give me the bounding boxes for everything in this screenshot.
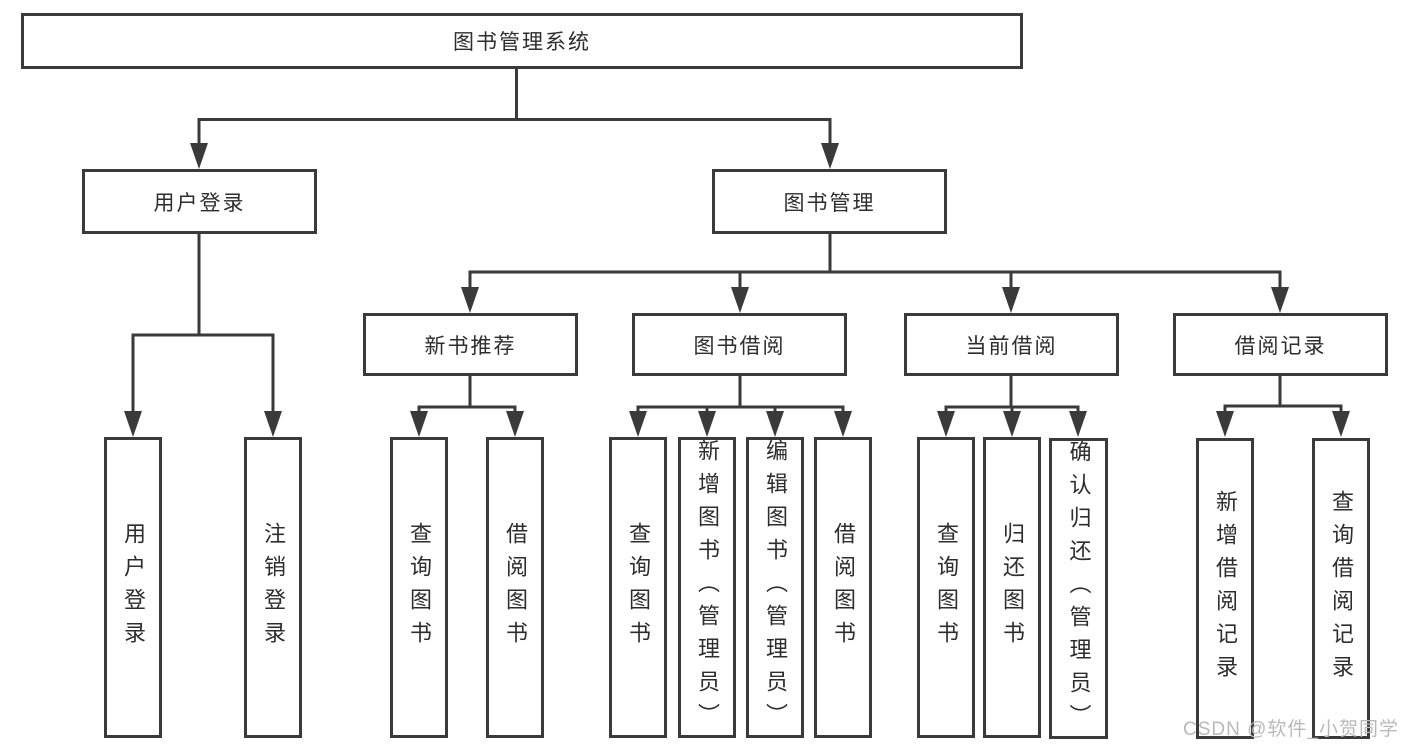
leaf-borrow-books-recommend-label: 借阅图书 bbox=[503, 521, 528, 654]
leaf-add-borrow-record: 新增借阅记录 bbox=[1196, 438, 1254, 739]
arrowheads-book-borrowing-leaves bbox=[629, 411, 852, 437]
node-current-borrowing: 当前借阅 bbox=[904, 313, 1119, 376]
leaf-confirm-return-admin-label: 确认归还（管理员） bbox=[1066, 440, 1092, 737]
leaf-confirm-return-admin: 确认归还（管理员） bbox=[1049, 438, 1108, 739]
arrowheads-new-book-leaves bbox=[410, 411, 524, 437]
leaf-query-books-borrowing-label: 查询图书 bbox=[626, 521, 651, 654]
leaf-user-login-label: 用户登录 bbox=[121, 521, 146, 654]
arrowheads-level2 bbox=[190, 143, 839, 169]
leaf-borrow-books-borrowing: 借阅图书 bbox=[814, 437, 872, 738]
connector-new-book-to-leaves bbox=[417, 375, 517, 412]
node-user-login: 用户登录 bbox=[82, 169, 317, 234]
leaf-borrow-books-recommend: 借阅图书 bbox=[486, 437, 544, 738]
leaf-query-books-current: 查询图书 bbox=[917, 437, 975, 738]
leaf-user-login: 用户登录 bbox=[104, 437, 162, 738]
connector-current-borrowing-to-leaves bbox=[944, 375, 1080, 412]
node-library-management-system: 图书管理系统 bbox=[21, 13, 1023, 69]
node-borrow-records: 借阅记录 bbox=[1173, 313, 1388, 376]
leaf-return-books-label: 归还图书 bbox=[1000, 521, 1025, 654]
node-new-book-recommend: 新书推荐 bbox=[363, 313, 578, 376]
arrowheads-level3 bbox=[461, 287, 1289, 313]
leaf-query-books-current-label: 查询图书 bbox=[934, 521, 959, 654]
leaf-edit-book-admin: 编辑图书（管理员） bbox=[746, 437, 804, 738]
leaf-add-book-admin-label: 新增图书（管理员） bbox=[695, 439, 720, 736]
connector-book-borrowing-to-leaves bbox=[636, 375, 845, 412]
node-book-management: 图书管理 bbox=[712, 169, 947, 234]
leaf-query-books-recommend-label: 查询图书 bbox=[407, 521, 432, 654]
leaf-query-books-borrowing: 查询图书 bbox=[609, 437, 667, 738]
leaf-edit-book-admin-label: 编辑图书（管理员） bbox=[763, 439, 788, 736]
leaf-query-borrow-record: 查询借阅记录 bbox=[1312, 438, 1370, 739]
arrowheads-borrow-records-leaves bbox=[1216, 411, 1350, 437]
connector-user-login-to-leaves bbox=[131, 233, 275, 413]
leaf-logout-label: 注销登录 bbox=[261, 521, 286, 654]
connector-borrow-records-to-leaves bbox=[1223, 375, 1343, 412]
node-book-borrowing: 图书借阅 bbox=[632, 313, 847, 376]
connector-book-mgmt-to-level3 bbox=[468, 233, 1282, 289]
leaf-logout: 注销登录 bbox=[244, 437, 302, 738]
connector-root-to-level2 bbox=[197, 68, 832, 145]
watermark-text: CSDN @软件_小贺同学 bbox=[1183, 719, 1399, 740]
arrowheads-current-borrowing-leaves bbox=[937, 411, 1087, 437]
arrowheads-user-login-leaves bbox=[124, 411, 282, 437]
leaf-query-borrow-record-label: 查询借阅记录 bbox=[1329, 489, 1354, 688]
leaf-borrow-books-borrowing-label: 借阅图书 bbox=[831, 521, 856, 654]
leaf-query-books-recommend: 查询图书 bbox=[390, 437, 448, 738]
leaf-return-books: 归还图书 bbox=[983, 437, 1041, 738]
leaf-add-borrow-record-label: 新增借阅记录 bbox=[1213, 489, 1238, 688]
leaf-add-book-admin: 新增图书（管理员） bbox=[678, 437, 736, 738]
